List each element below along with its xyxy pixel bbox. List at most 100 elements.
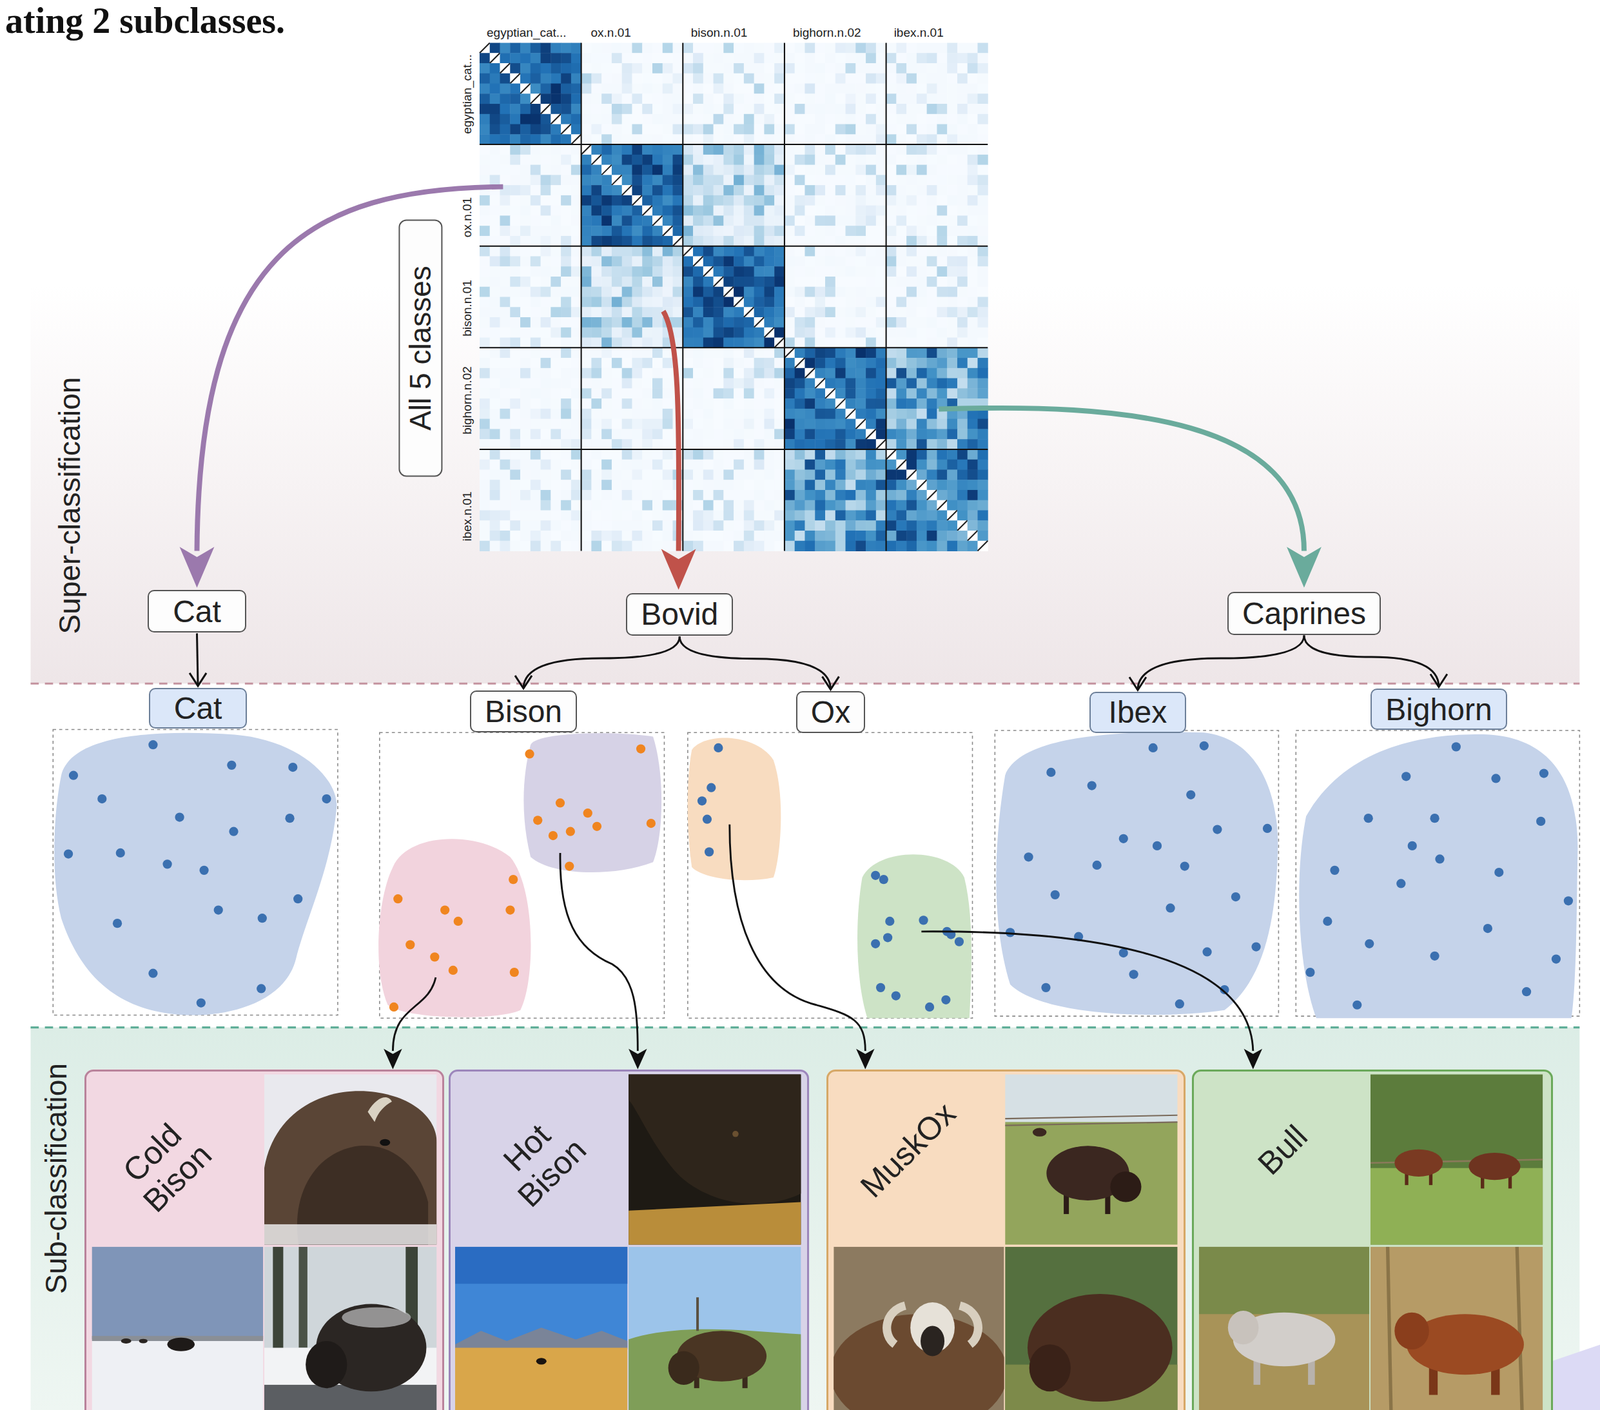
similarity-heatmap-part bbox=[926, 347, 938, 358]
similarity-heatmap-part bbox=[733, 327, 744, 338]
similarity-heatmap-part bbox=[591, 419, 602, 430]
similarity-heatmap-part bbox=[713, 276, 724, 287]
similarity-heatmap-part bbox=[763, 235, 775, 247]
similarity-heatmap-part bbox=[581, 134, 592, 145]
similarity-heatmap-part bbox=[509, 114, 521, 125]
similarity-heatmap-part bbox=[530, 83, 541, 95]
similarity-heatmap-part bbox=[774, 83, 785, 95]
similarity-heatmap-part bbox=[774, 52, 785, 64]
similarity-heatmap-part bbox=[692, 52, 704, 64]
similarity-heatmap-part bbox=[855, 378, 866, 389]
similarity-heatmap-part bbox=[713, 235, 724, 247]
similarity-heatmap-part bbox=[622, 388, 633, 399]
similarity-heatmap-part bbox=[631, 174, 643, 186]
similarity-heatmap-part bbox=[611, 306, 623, 318]
similarity-heatmap-part bbox=[560, 225, 572, 236]
similarity-heatmap-part bbox=[591, 276, 602, 287]
similarity-heatmap-part bbox=[743, 235, 755, 247]
similarity-heatmap-part bbox=[825, 52, 836, 64]
similarity-heatmap-part bbox=[906, 347, 917, 358]
similarity-heatmap-part bbox=[916, 378, 927, 389]
similarity-heatmap-part bbox=[794, 134, 806, 145]
similarity-heatmap-part bbox=[804, 63, 815, 74]
similarity-heatmap-part bbox=[754, 42, 765, 53]
similarity-heatmap-part bbox=[713, 378, 724, 389]
similarity-heatmap-part bbox=[499, 195, 510, 206]
similarity-heatmap-part bbox=[763, 347, 775, 358]
similarity-heatmap-part bbox=[662, 225, 674, 236]
similarity-heatmap-part bbox=[743, 408, 755, 420]
similarity-heatmap-part bbox=[733, 235, 744, 247]
similarity-heatmap-part bbox=[784, 103, 795, 115]
similarity-heatmap-part bbox=[550, 124, 561, 135]
similarity-heatmap-part bbox=[876, 103, 887, 115]
similarity-heatmap-part bbox=[509, 428, 521, 440]
similarity-heatmap-part bbox=[876, 134, 887, 145]
similarity-heatmap-part bbox=[896, 73, 907, 84]
similarity-heatmap-part bbox=[906, 195, 917, 206]
similarity-heatmap-part bbox=[825, 419, 836, 430]
similarity-heatmap-part bbox=[489, 73, 501, 84]
similarity-heatmap-part bbox=[754, 419, 765, 430]
similarity-heatmap-part bbox=[926, 388, 938, 399]
similarity-heatmap-part bbox=[926, 286, 938, 298]
similarity-heatmap-part bbox=[926, 124, 938, 135]
similarity-heatmap-part bbox=[509, 276, 521, 287]
similarity-heatmap-part bbox=[499, 388, 510, 399]
similarity-heatmap-part bbox=[631, 195, 643, 206]
similarity-heatmap-part bbox=[804, 165, 815, 176]
similarity-heatmap-part bbox=[896, 378, 907, 389]
similarity-heatmap-part bbox=[916, 215, 927, 226]
similarity-heatmap-part bbox=[926, 83, 938, 95]
similarity-heatmap-part bbox=[662, 286, 674, 298]
similarity-heatmap-part bbox=[703, 63, 714, 74]
similarity-heatmap-part bbox=[804, 428, 815, 440]
similarity-heatmap-part bbox=[886, 419, 897, 430]
similarity-heatmap-part bbox=[967, 165, 978, 176]
similarity-heatmap-part bbox=[530, 195, 541, 206]
similarity-heatmap-part bbox=[774, 306, 785, 318]
similarity-heatmap-part bbox=[733, 185, 744, 196]
similarity-heatmap-part bbox=[896, 225, 907, 236]
similarity-heatmap-part bbox=[886, 317, 897, 328]
similarity-heatmap-part bbox=[733, 93, 744, 104]
similarity-heatmap-part bbox=[855, 144, 866, 155]
similarity-heatmap-part bbox=[631, 114, 643, 125]
similarity-heatmap-part bbox=[784, 63, 795, 74]
similarity-heatmap-part bbox=[916, 205, 927, 216]
similarity-heatmap-part bbox=[601, 398, 612, 409]
similarity-heatmap-part bbox=[479, 306, 490, 318]
similarity-heatmap-part bbox=[662, 52, 674, 64]
similarity-heatmap-part bbox=[652, 255, 663, 267]
similarity-heatmap-part bbox=[581, 114, 592, 125]
similarity-heatmap-part bbox=[916, 185, 927, 196]
similarity-heatmap-part bbox=[957, 215, 968, 226]
similarity-heatmap-part bbox=[794, 93, 806, 104]
similarity-heatmap-part bbox=[662, 246, 674, 257]
similarity-heatmap-part bbox=[631, 419, 643, 430]
similarity-heatmap-part bbox=[876, 297, 887, 308]
similarity-heatmap-part bbox=[835, 297, 846, 308]
similarity-heatmap-part bbox=[886, 235, 897, 247]
similarity-heatmap-part bbox=[754, 276, 765, 287]
similarity-heatmap-part bbox=[957, 327, 968, 338]
similarity-heatmap-part bbox=[560, 357, 572, 369]
similarity-heatmap-part bbox=[865, 174, 877, 186]
similarity-heatmap-part bbox=[673, 327, 684, 338]
similarity-heatmap-part bbox=[631, 306, 643, 318]
similarity-heatmap-part bbox=[774, 347, 785, 358]
similarity-heatmap-part bbox=[804, 337, 815, 349]
similarity-heatmap-part bbox=[967, 306, 978, 318]
similarity-heatmap-part bbox=[652, 297, 663, 308]
similarity-heatmap-part bbox=[662, 398, 674, 409]
similarity-heatmap-part bbox=[845, 225, 857, 236]
similarity-heatmap-part bbox=[804, 419, 815, 430]
similarity-heatmap-part bbox=[520, 124, 531, 135]
similarity-heatmap-part bbox=[906, 174, 917, 186]
similarity-heatmap-part bbox=[784, 398, 795, 409]
similarity-heatmap-part bbox=[631, 327, 643, 338]
similarity-heatmap-part bbox=[754, 83, 765, 95]
similarity-heatmap-part bbox=[509, 337, 521, 349]
similarity-heatmap-part bbox=[814, 235, 826, 247]
similarity-heatmap-part bbox=[601, 266, 612, 277]
